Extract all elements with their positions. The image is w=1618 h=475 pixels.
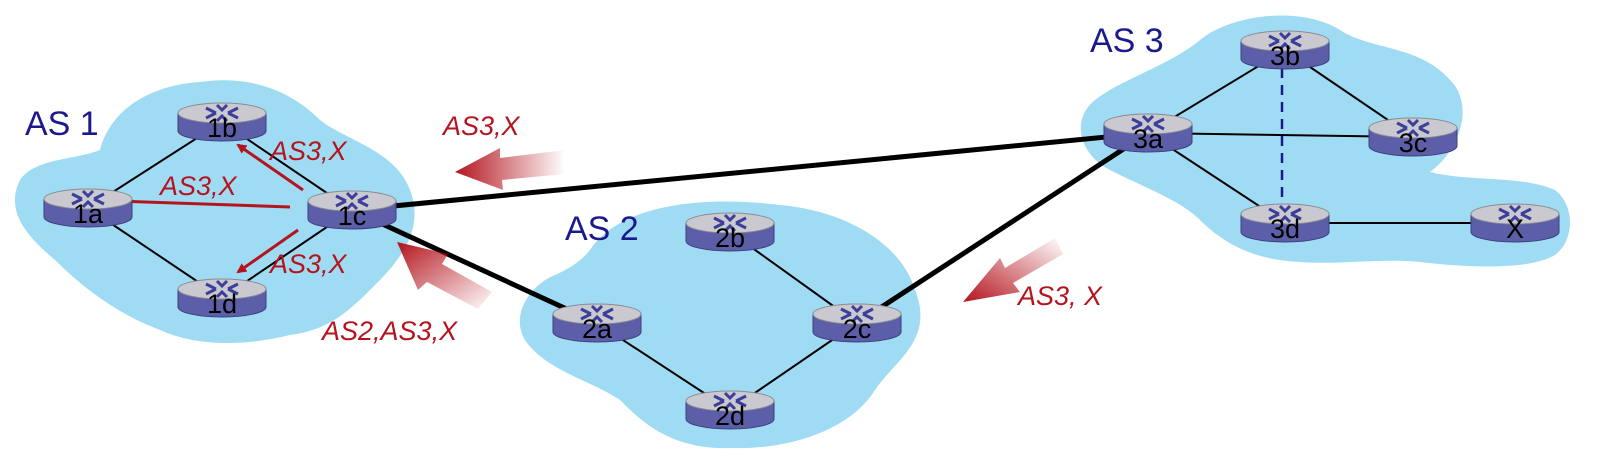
router-icon [1240, 30, 1330, 70]
router-icon [177, 102, 267, 142]
router-label: 1d [207, 289, 237, 319]
router-3b[interactable]: 3b [1240, 30, 1330, 71]
as2-label: AS 2 [565, 210, 639, 248]
adv-arrow-1c-1d [236, 228, 299, 274]
router-icon [1470, 203, 1560, 243]
router-1d[interactable]: 1d [177, 278, 267, 319]
adv-arrow-1c-1b [236, 143, 304, 192]
router-icon [307, 190, 397, 230]
router-icon [43, 188, 133, 228]
adv-label-3a-1c: AS3,X [441, 111, 521, 141]
adv-arrow-1c-1a [116, 196, 291, 209]
router-icon [177, 278, 267, 318]
router-2c[interactable]: 2c [812, 303, 902, 344]
link-1c-3a [351, 130, 1149, 213]
router-x[interactable]: X [1470, 203, 1560, 244]
router-icon [1103, 113, 1193, 153]
adv-arrow-2c-2a [963, 238, 1063, 302]
link-2c-3a [855, 130, 1150, 326]
adv-label-1c-1a: AS3,X [158, 171, 238, 201]
adv-label-2c-2a: AS3, X [1016, 281, 1103, 311]
link-1c-2a [350, 207, 599, 326]
router-icon [1368, 117, 1458, 157]
router-label: 2a [582, 314, 613, 344]
router-icon [552, 303, 642, 343]
advertisement-arrows [116, 143, 1063, 309]
router-1a[interactable]: 1a [43, 188, 133, 229]
router-icon [1240, 203, 1330, 243]
adv-label-1c-1b: AS3,X [268, 136, 348, 166]
router-2b[interactable]: 2b [685, 212, 775, 253]
router-3a[interactable]: 3a [1103, 113, 1193, 154]
adv-arrow-2a-1c [397, 242, 492, 309]
router-label: 2d [715, 401, 745, 431]
router-3c[interactable]: 3c [1368, 117, 1458, 158]
router-3d[interactable]: 3d [1240, 203, 1330, 244]
router-label: 1c [338, 201, 367, 231]
router-label: 2b [715, 223, 745, 253]
as1-label: AS 1 [25, 105, 99, 143]
router-label: X [1506, 214, 1524, 244]
router-2a[interactable]: 2a [552, 303, 642, 344]
as2-cloud [519, 201, 921, 449]
router-label: 3d [1270, 214, 1300, 244]
as-clouds [14, 15, 1570, 449]
router-label: 2c [843, 314, 872, 344]
router-label: 3c [1399, 128, 1428, 158]
as1-cloud [14, 80, 415, 344]
routers: 1a 1b 1c 1d 2a 2b 2c 2d [43, 30, 1560, 431]
router-label: 3b [1270, 41, 1300, 71]
router-icon [812, 303, 902, 343]
adv-label-1c-1d: AS3,X [268, 249, 348, 279]
router-icon [685, 390, 775, 430]
router-label: 3a [1133, 124, 1164, 154]
router-2d[interactable]: 2d [685, 390, 775, 431]
router-label: 1b [207, 113, 237, 143]
adv-arrow-3a-1c [455, 148, 565, 190]
router-1c[interactable]: 1c [307, 190, 397, 231]
router-1b[interactable]: 1b [177, 102, 267, 143]
router-label: 1a [73, 199, 104, 229]
as3-label: AS 3 [1090, 22, 1164, 60]
router-icon [685, 212, 775, 252]
adv-label-2a-1c: AS2,AS3,X [320, 316, 458, 346]
as3-cloud [1080, 15, 1570, 267]
